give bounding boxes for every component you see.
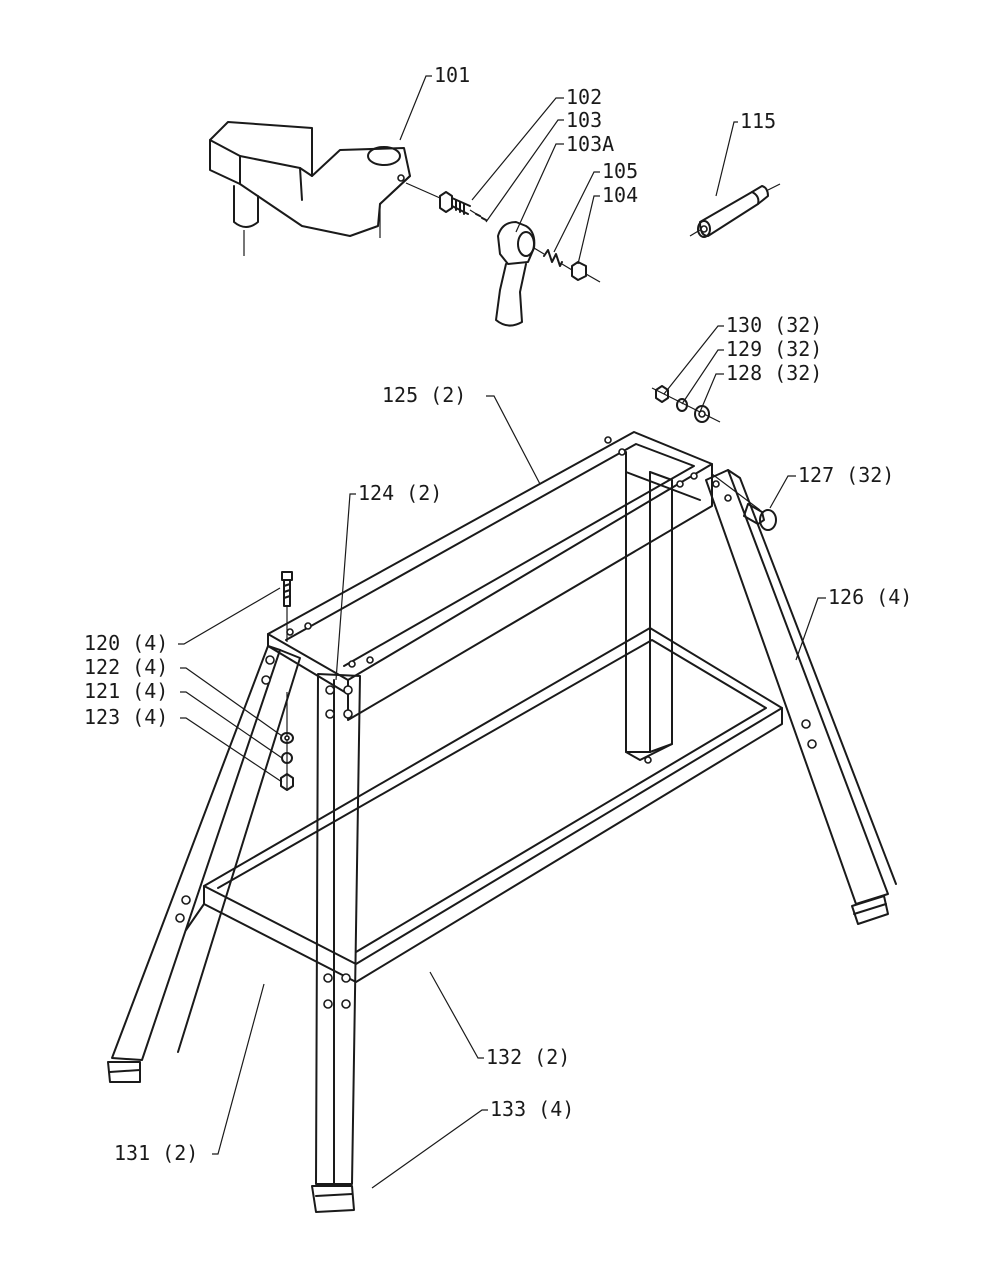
callout-labels: 101 102 103 103A 105 104 115 130 (32) 12…: [84, 63, 912, 1165]
spring-105: [533, 247, 573, 271]
callout-131: 131 (2): [114, 1141, 198, 1165]
callout-129: 129 (32): [726, 337, 822, 361]
callout-123: 123 (4): [84, 705, 168, 729]
callout-125: 125 (2): [382, 383, 466, 407]
nut-104: [571, 261, 601, 283]
nut-123: [280, 773, 294, 791]
callout-104: 104: [602, 183, 638, 207]
callout-103: 103: [566, 108, 602, 132]
callout-132: 132 (2): [486, 1045, 570, 1069]
stand-frame: [107, 431, 897, 1213]
pin-115: [689, 183, 781, 238]
callout-105: 105: [602, 159, 638, 183]
callout-120: 120 (4): [84, 631, 168, 655]
washer-122: [280, 692, 294, 790]
stud-103: [469, 209, 487, 221]
callout-102: 102: [566, 85, 602, 109]
callout-121: 121 (4): [84, 679, 168, 703]
callout-128: 128 (32): [726, 361, 822, 385]
leader-lines: [178, 75, 826, 1189]
callout-126: 126 (4): [828, 585, 912, 609]
screw-102: [405, 182, 471, 215]
bolt-120: [281, 571, 293, 642]
callout-133: 133 (4): [490, 1097, 574, 1121]
callout-101: 101: [434, 63, 470, 87]
handle-103A: [495, 221, 536, 327]
callout-124: 124 (2): [358, 481, 442, 505]
hardware-128-130: [651, 385, 721, 423]
callout-115: 115: [740, 109, 776, 133]
callout-103A: 103A: [566, 132, 614, 156]
bracket-101: [209, 121, 411, 256]
callout-130: 130 (32): [726, 313, 822, 337]
callout-127: 127 (32): [798, 463, 894, 487]
callout-122: 122 (4): [84, 655, 168, 679]
